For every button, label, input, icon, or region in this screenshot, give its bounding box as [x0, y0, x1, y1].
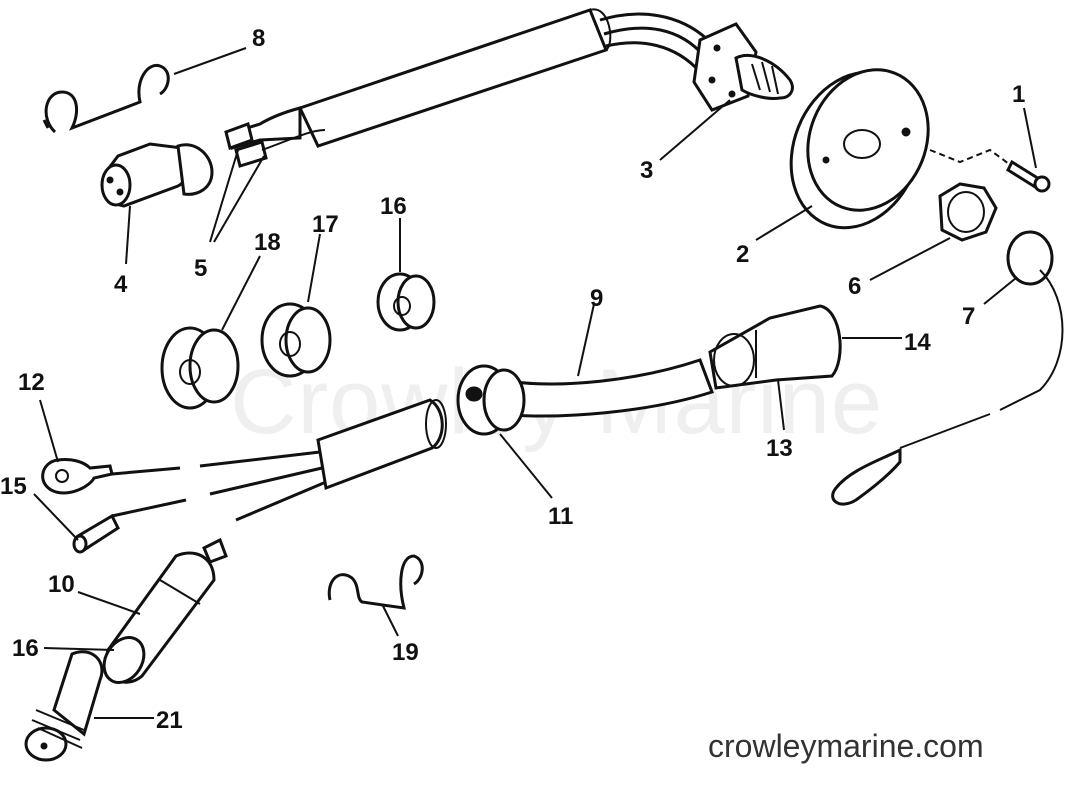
callout-9: 9 [590, 285, 603, 312]
callout-12: 12 [18, 369, 45, 396]
part-1-screw [929, 148, 1051, 193]
callout-14: 14 [904, 329, 931, 356]
callout-10: 10 [48, 571, 75, 598]
callout-4: 4 [114, 271, 128, 298]
lower-harness [111, 398, 447, 522]
leader-lines [33, 47, 1037, 719]
main-harness-cable [297, 8, 710, 148]
callout-21: 21 [156, 707, 183, 734]
callout-labels: 1 2 3 4 5 6 7 8 9 10 11 12 13 14 15 16 1… [0, 25, 1025, 734]
part-7-cap-lanyard [831, 230, 1064, 506]
callout-16-bottom: 16 [12, 635, 39, 662]
part-17-grommet [260, 302, 332, 378]
callout-18: 18 [254, 229, 281, 256]
callout-15: 15 [0, 473, 27, 500]
website-url: crowleymarine.com [708, 728, 984, 764]
callout-17: 17 [312, 211, 339, 238]
callout-7: 7 [962, 303, 975, 330]
part-21-plug [24, 650, 104, 762]
callout-6: 6 [848, 273, 861, 300]
callout-2: 2 [736, 241, 749, 268]
callout-3: 3 [640, 157, 653, 184]
part-16-grommet-top [376, 272, 436, 332]
callout-11: 11 [548, 503, 573, 530]
callout-19: 19 [392, 639, 419, 666]
part-12-ring-terminal [41, 458, 114, 495]
callout-16-top: 16 [380, 193, 407, 220]
part-10-connector [102, 537, 228, 684]
part-15-pin [72, 513, 120, 554]
callout-1: 1 [1012, 81, 1025, 108]
part-9-cable [498, 358, 714, 418]
part-19-clip [327, 554, 424, 610]
part-3-switch [692, 22, 794, 112]
part-11-grommet [456, 364, 526, 436]
part-8-clip [42, 64, 170, 134]
callout-5: 5 [194, 255, 207, 282]
part-5-terminals [224, 106, 326, 168]
part-18-grommet [160, 326, 240, 410]
part-4-plug [100, 142, 214, 208]
callout-13: 13 [766, 435, 793, 462]
part-6-nut [938, 182, 998, 242]
part-2-housing [789, 68, 930, 230]
callout-8: 8 [252, 25, 265, 52]
part-13-14-sleeve [708, 304, 842, 390]
